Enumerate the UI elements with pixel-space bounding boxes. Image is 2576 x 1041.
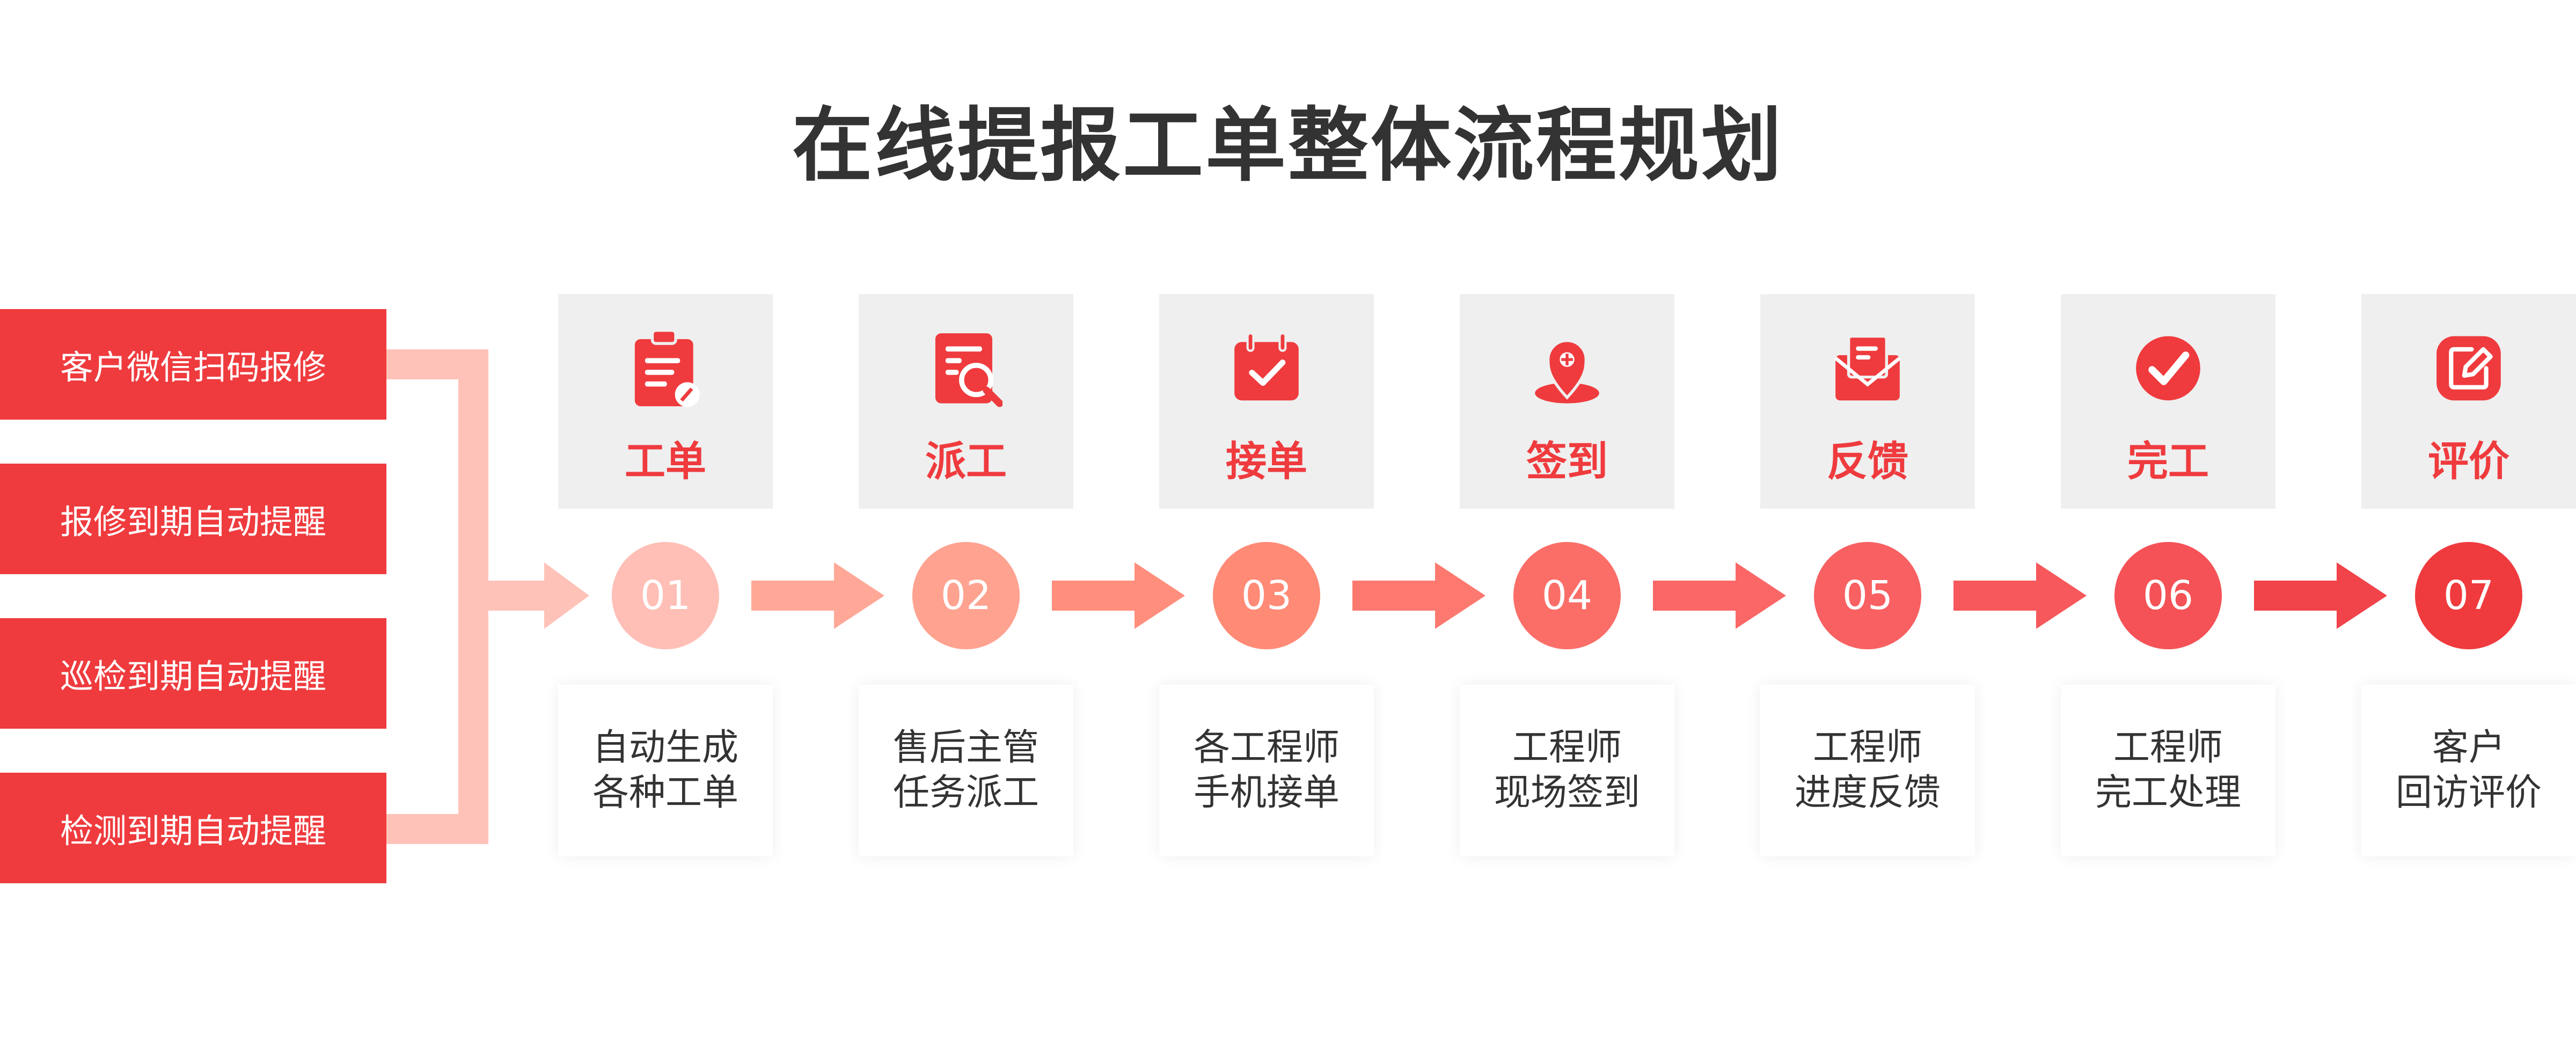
stage-card-6: 完工 bbox=[2061, 294, 2275, 509]
mail-icon bbox=[1834, 334, 1901, 401]
stage-card-5: 反馈 bbox=[1760, 294, 1975, 509]
step-circle-02: 02 bbox=[912, 542, 1020, 649]
connector-vertical bbox=[458, 349, 488, 844]
clipboard-icon bbox=[634, 328, 700, 407]
arrow-6-7 bbox=[2254, 562, 2387, 629]
source-wechat-scan: 客户微信扫码报修 bbox=[0, 309, 386, 420]
stage-card-4: 签到 bbox=[1460, 294, 1674, 509]
step-circle-04: 04 bbox=[1513, 542, 1621, 649]
stage-label: 评价 bbox=[2428, 437, 2509, 485]
desc-line-2: 各种工单 bbox=[592, 772, 738, 814]
desc-card-4: 工程师 现场签到 bbox=[1460, 685, 1674, 856]
desc-line-2: 进度反馈 bbox=[1794, 772, 1941, 814]
edit-icon bbox=[2436, 336, 2501, 401]
desc-line-1: 各工程师 bbox=[1193, 727, 1340, 769]
step-circle-03: 03 bbox=[1213, 542, 1320, 649]
step-circle-05: 05 bbox=[1814, 542, 1921, 649]
connector-arrow bbox=[488, 562, 589, 629]
desc-line-2: 手机接单 bbox=[1193, 772, 1340, 814]
step-circle-07: 07 bbox=[2415, 542, 2522, 649]
stage-card-2: 派工 bbox=[859, 294, 1073, 509]
calendar-check-icon bbox=[1234, 332, 1299, 401]
step-circle-06: 06 bbox=[2114, 542, 2222, 649]
desc-card-3: 各工程师 手机接单 bbox=[1159, 685, 1374, 856]
desc-line-2: 现场签到 bbox=[1494, 772, 1640, 814]
step-circle-01: 01 bbox=[612, 542, 719, 649]
arrow-2-3 bbox=[1052, 562, 1185, 629]
arrow-1-2 bbox=[751, 562, 884, 629]
desc-line-1: 工程师 bbox=[2113, 727, 2223, 769]
stage-label: 完工 bbox=[2127, 437, 2209, 485]
arrow-4-5 bbox=[1653, 562, 1786, 629]
source-repair-reminder: 报修到期自动提醒 bbox=[0, 464, 386, 574]
desc-card-5: 工程师 进度反馈 bbox=[1760, 685, 1975, 856]
source-detection-reminder: 检测到期自动提醒 bbox=[0, 773, 386, 883]
stage-label: 接单 bbox=[1226, 437, 1307, 485]
arrow-5-6 bbox=[1953, 562, 2087, 629]
desc-card-1: 自动生成 各种工单 bbox=[558, 685, 773, 856]
desc-line-1: 工程师 bbox=[1512, 727, 1622, 769]
desc-line-2: 回访评价 bbox=[2395, 772, 2542, 814]
check-circle-icon bbox=[2136, 336, 2200, 401]
document-search-icon bbox=[935, 333, 1002, 407]
location-pin-icon bbox=[1535, 339, 1599, 404]
desc-line-1: 自动生成 bbox=[592, 727, 738, 769]
source-inspection-reminder: 巡检到期自动提醒 bbox=[0, 618, 386, 729]
desc-line-2: 任务派工 bbox=[892, 772, 1039, 814]
connector-bottom bbox=[386, 814, 488, 844]
stage-label: 签到 bbox=[1526, 437, 1608, 485]
arrow-3-4 bbox=[1352, 562, 1485, 629]
stage-label: 派工 bbox=[925, 437, 1007, 485]
desc-line-1: 售后主管 bbox=[892, 727, 1039, 769]
page-title: 在线提报工单整体流程规划 bbox=[792, 99, 1784, 193]
desc-card-2: 售后主管 任务派工 bbox=[859, 685, 1073, 856]
stage-card-1: 工单 bbox=[558, 294, 773, 509]
desc-line-2: 完工处理 bbox=[2095, 772, 2241, 814]
desc-line-1: 工程师 bbox=[1812, 727, 1922, 769]
desc-card-6: 工程师 完工处理 bbox=[2061, 685, 2275, 856]
desc-line-1: 客户 bbox=[2432, 727, 2505, 769]
desc-card-7: 客户 回访评价 bbox=[2361, 685, 2576, 856]
stage-label: 反馈 bbox=[1827, 437, 1908, 485]
stage-card-7: 评价 bbox=[2361, 294, 2576, 509]
stage-label: 工单 bbox=[625, 437, 706, 485]
stage-card-3: 接单 bbox=[1159, 294, 1374, 509]
